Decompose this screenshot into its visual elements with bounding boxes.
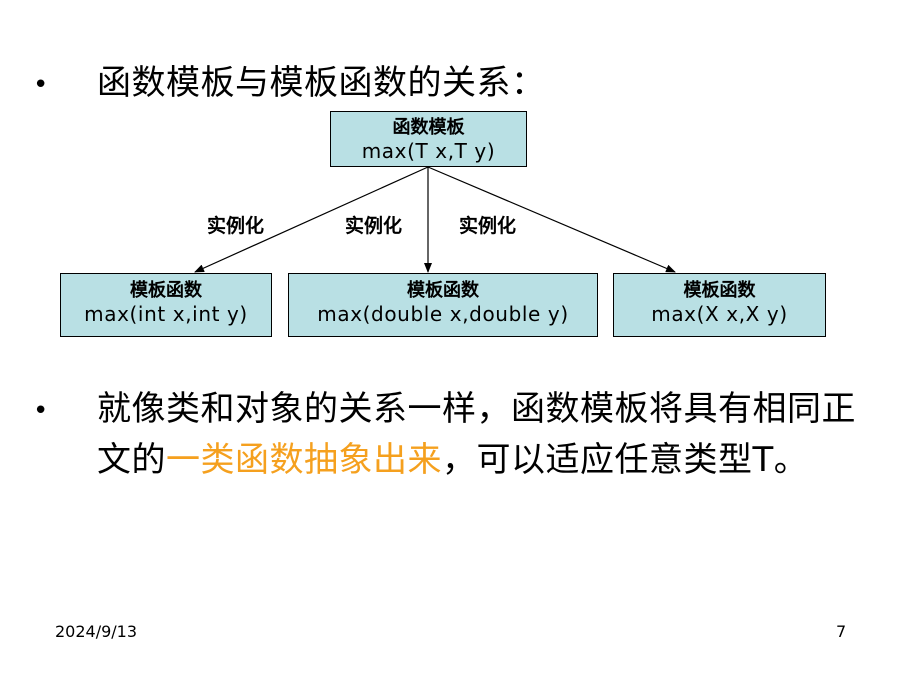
bullet-dot-icon: • <box>33 396 49 426</box>
template-function-node-int: 模板函数 max(int x,int y) <box>60 273 272 337</box>
arrow-to-right-node <box>427 166 676 273</box>
function-template-node: 函数模板 max(T x,T y) <box>330 111 527 167</box>
template-function-node-double: 模板函数 max(double x,double y) <box>288 273 598 337</box>
page-number: 7 <box>836 622 847 641</box>
node-signature: max(X x,X y) <box>651 302 788 326</box>
edge-label-left: 实例化 <box>207 215 265 237</box>
bullet-text: 函数模板与模板函数的关系： <box>97 63 546 103</box>
footer-date: 2024/9/13 <box>55 622 138 641</box>
node-signature: max(int x,int y) <box>84 302 248 326</box>
node-signature: max(double x,double y) <box>317 302 569 326</box>
node-title: 模板函数 <box>683 280 756 301</box>
edge-label-right: 实例化 <box>459 215 517 237</box>
highlighted-text: 一类函数抽象出来 <box>166 440 442 480</box>
node-signature: max(T x,T y) <box>361 139 496 163</box>
edge-label-middle: 实例化 <box>345 215 403 237</box>
node-title: 函数模板 <box>392 117 465 138</box>
node-title: 模板函数 <box>130 280 202 301</box>
arrow-to-left-node <box>194 166 429 273</box>
text-after-highlight: ，可以适应任意类型T。 <box>442 440 809 480</box>
bullet-dot-icon: • <box>33 70 49 100</box>
node-title: 模板函数 <box>407 280 479 301</box>
template-function-node-x: 模板函数 max(X x,X y) <box>613 273 826 337</box>
text-before-highlight: 就像类和对象的关系一样，函数模板将具有相同正文的 <box>97 389 856 480</box>
bullet-text: 就像类和对象的关系一样，函数模板将具有相同正文的一类函数抽象出来，可以适应任意类… <box>97 384 877 486</box>
